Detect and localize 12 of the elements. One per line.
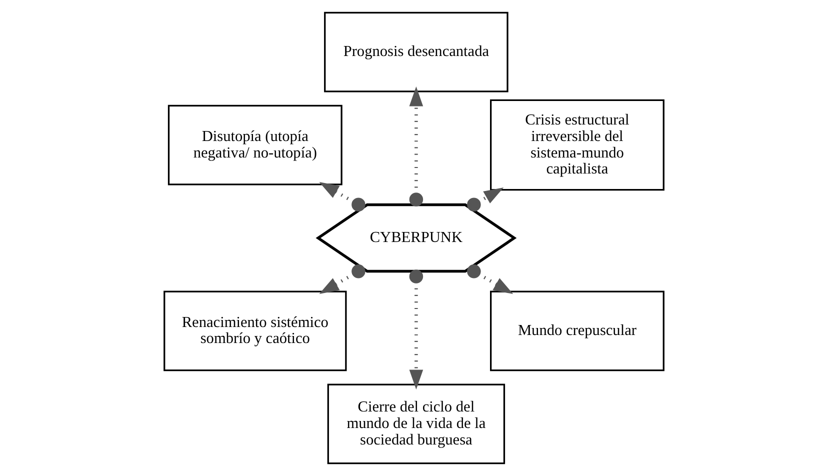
arrow	[467, 264, 514, 294]
node-box: Crisis estructural irreversible del sistema-mundo capitalista	[490, 99, 664, 191]
node-box: Renacimiento sistémico sombrío y caótico	[164, 290, 347, 372]
arrow	[409, 270, 424, 390]
node-box: Prognosis desencantada	[324, 12, 508, 92]
node-box: Disutopía (utopía negativa/ no-utopía)	[168, 104, 342, 186]
arrow	[467, 188, 504, 212]
arrow	[319, 264, 366, 294]
arrow	[409, 86, 424, 206]
node-box: Mundo crepuscular	[490, 290, 664, 372]
arrow	[319, 182, 366, 212]
node-box: Cierre del ciclo del mundo de la vida de la sociedad burguesa	[327, 384, 506, 464]
